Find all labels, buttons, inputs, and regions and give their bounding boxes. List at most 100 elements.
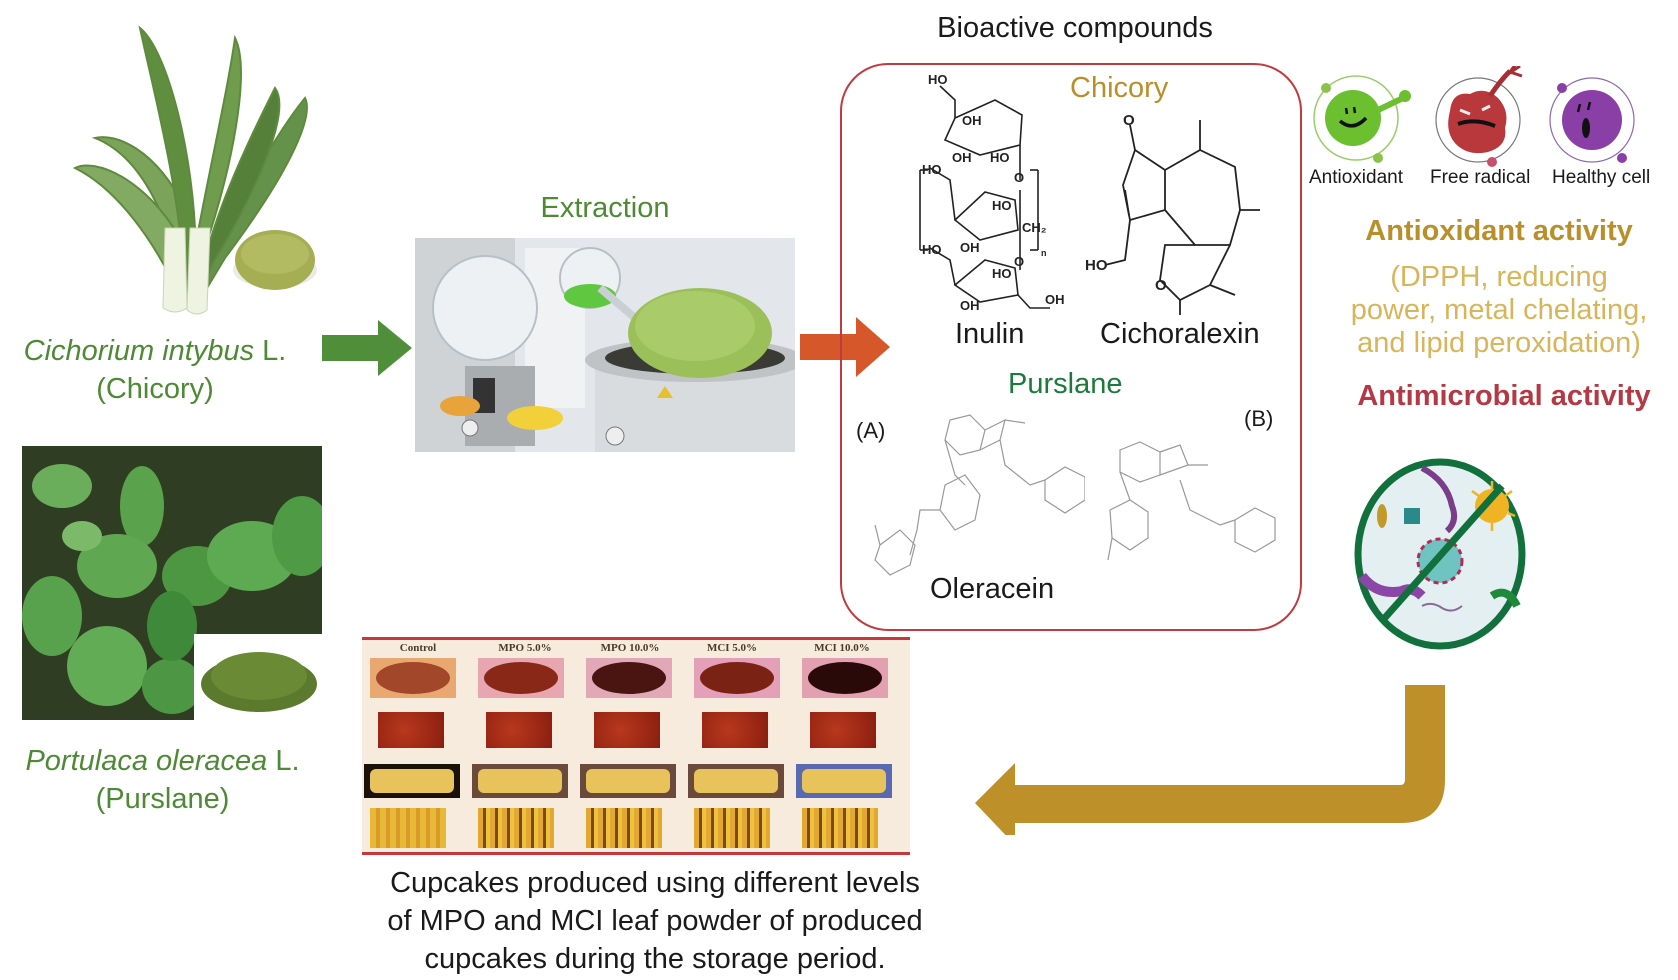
chicory-plant-illustration [72,25,317,315]
antioxidant-activity-title: Antioxidant activity [1320,215,1678,248]
inulin-atom: OH [1045,292,1065,307]
antioxidant-activity-title-text: Antioxidant activity [1365,215,1633,247]
cichoralexin-atom: O [1155,277,1167,294]
cupcake-photo-crumb [810,712,876,748]
inulin-atom: HO [928,72,948,87]
inulin-structure: HO OH OH HO O HO HO CH₂ OH HO O HO OH OH… [919,72,1065,310]
cupcake-photo-crumb [594,712,660,748]
chicory-photo [35,8,335,323]
inulin-atom: CH₂ [1022,220,1047,235]
chicory-caption: Cichorium intybus L. (Chicory) [0,332,310,408]
chicory-authority: L. [262,335,287,367]
cupcake-photo-side [472,764,568,798]
cupcake-side-view [370,769,454,793]
oleracein-a-structure [874,414,1085,576]
chicory-common-name: (Chicory) [96,373,214,405]
cupcake-photo-crumb [378,712,444,748]
rotary-evaporator-illustration [415,238,795,452]
chicory-scientific-name: Cichorium intybus [23,335,255,367]
cupcake-top-view [592,662,666,694]
cupcake-column-label: MCI 5.0% [706,642,758,654]
cupcake-photo-inner [802,808,878,848]
purslane-scientific-name: Portulaca oleracea [25,745,268,777]
chicory-compounds-label: Chicory [1070,72,1169,104]
antioxidant-cell-icon [1313,75,1411,163]
cupcake-photo-side [688,764,784,798]
purslane-common-name: (Purslane) [95,783,230,815]
assay-line: and lipid peroxidation) [1357,327,1641,359]
purslane-caption: Portulaca oleracea L. (Purslane) [0,742,325,818]
cupcake-photo-top [694,658,780,698]
inulin-atom: HO [990,150,1010,165]
cichoralexin-structure: O HO O [1085,112,1260,315]
extraction-label: Extraction [540,192,670,224]
structure-label-b: (B) [1244,406,1274,431]
caption-line: of MPO and MCI leaf powder of produced [387,905,923,937]
cupcake-caption: Cupcakes produced using different levels… [330,864,980,978]
cupcake-photo-inner [694,808,770,848]
purslane-photo [22,446,322,720]
healthy-cell-label: Healthy cell [1552,167,1651,188]
inulin-atom: HO [922,162,942,177]
purslane-authority: L. [275,745,300,777]
orange-arrow-icon [800,317,890,377]
purslane-plant-illustration [22,446,322,720]
cupcake-photo-top [370,658,456,698]
cupcake-top-view [376,662,450,694]
cupcake-photo-top [586,658,672,698]
cupcake-photo-inner [478,808,554,848]
assay-line: (DPPH, reducing [1390,261,1608,293]
assay-line: power, metal chelating, [1350,294,1648,326]
inulin-atom: OH [962,113,982,128]
cichoralexin-atom: HO [1085,257,1108,274]
inulin-atom: OH [952,150,972,165]
cupcake-photo-side [796,764,892,798]
cupcake-top-view [484,662,558,694]
no-microbes-icon [1354,458,1526,650]
gold-return-arrow-icon [975,685,1445,835]
cupcake-top-view [700,662,774,694]
extraction-photo [415,238,795,452]
cupcake-column-label: MCI 10.0% [814,642,870,654]
cupcake-results-panel: Control MPO 5.0% MPO 10.0% MCI 5.0% MCI … [362,637,910,855]
inulin-atom: HO [922,242,942,257]
cupcake-photo-side [364,764,460,798]
structure-label-a: (A) [856,418,886,443]
cupcake-side-view [802,769,886,793]
cupcake-photo-inner [370,808,446,848]
cupcake-top-view [808,662,882,694]
inulin-atom: OH [960,298,980,310]
inulin-atom: HO [992,198,1012,213]
cichoralexin-atom: O [1123,112,1135,129]
antioxidant-assays: (DPPH, reducing power, metal chelating, … [1320,261,1678,360]
purslane-compounds-label: Purslane [1008,368,1123,400]
caption-line: cupcakes during the storage period. [424,943,886,975]
antioxidant-cell-label: Antioxidant [1309,167,1404,188]
cupcake-side-view [694,769,778,793]
cupcake-photo-crumb [702,712,768,748]
cichoralexin-label: Cichoralexin [1100,318,1260,350]
oleracein-b-structure [1107,441,1276,561]
inulin-atom: OH [960,240,980,255]
inulin-atom: O [1014,254,1024,269]
inulin-atom: O [1014,170,1024,185]
free-radical-label: Free radical [1430,167,1531,188]
cupcake-side-view [586,769,670,793]
antimicrobial-activity-title: Antimicrobial activity [1357,380,1651,412]
cupcake-side-view [478,769,562,793]
free-radical-icon [1435,66,1523,167]
green-arrow-icon [322,320,412,376]
healthy-cell-icon [1549,77,1635,163]
bioactive-title: Bioactive compounds [937,12,1213,44]
cupcake-column-label: Control [399,642,437,654]
caption-line: Cupcakes produced using different levels [390,867,920,899]
cupcake-photo-crumb [486,712,552,748]
cupcake-column-label: MPO 10.0% [600,642,660,654]
cupcake-photo-top [802,658,888,698]
cupcake-column-label: MPO 5.0% [498,642,552,654]
cupcake-photo-inner [586,808,662,848]
bioactive-compounds-box [840,63,1302,631]
inulin-atom: HO [992,266,1012,281]
cupcake-photo-side [580,764,676,798]
inulin-label: Inulin [955,318,1025,350]
